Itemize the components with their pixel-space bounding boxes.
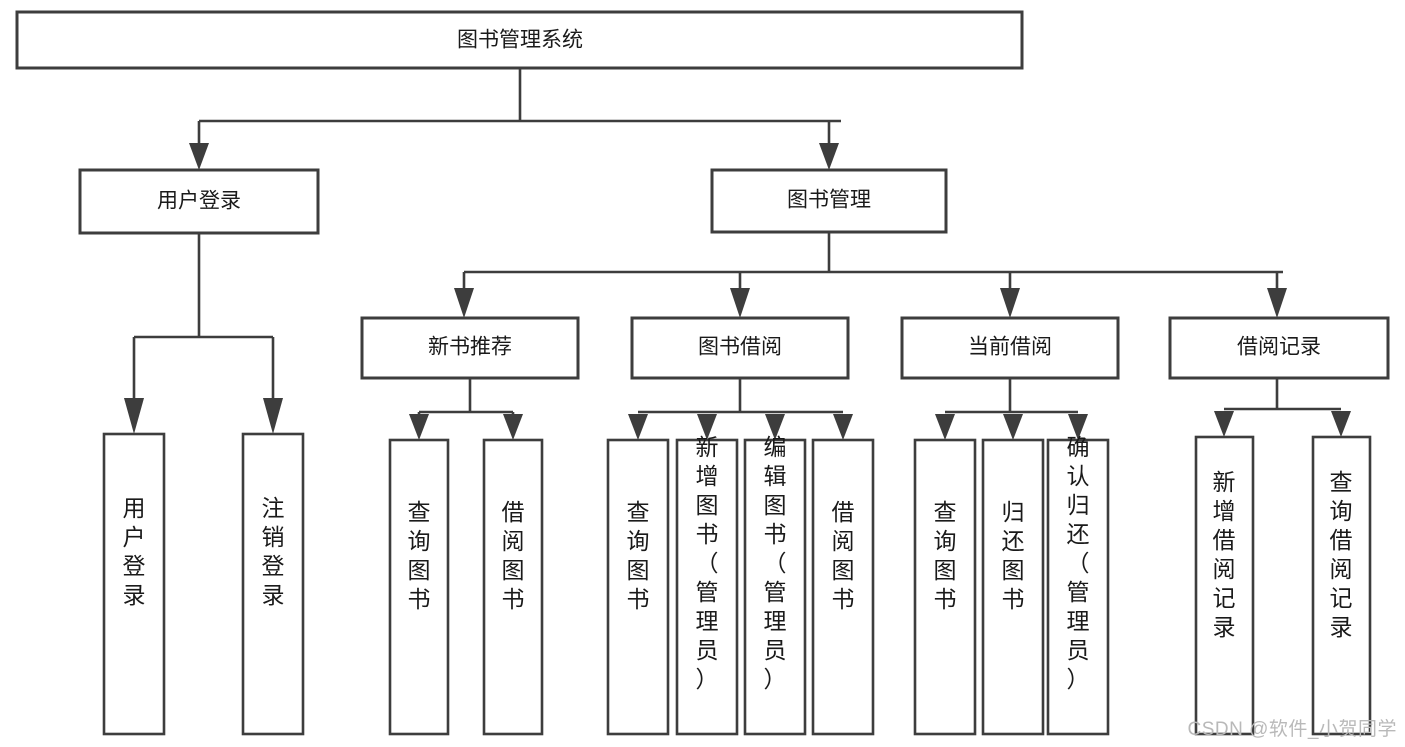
node-new-book-box[interactable] bbox=[360, 316, 580, 380]
leaf-add-record-label: 新增借阅记录 bbox=[1213, 469, 1236, 640]
arrowhead-leaf-return-book bbox=[1003, 414, 1023, 440]
arrowhead-leaf-add-book bbox=[697, 414, 717, 440]
arrowhead-borrow-record bbox=[1267, 288, 1287, 318]
leaf-user-login[interactable]: 用户登录 bbox=[102, 432, 166, 736]
arrowhead-borrow-book bbox=[730, 288, 750, 318]
arrowhead-leaf-borrow-book-2 bbox=[833, 414, 853, 440]
edge-group-borrowbook-to-leaves bbox=[628, 378, 853, 440]
edge-group-borrowrecord-to-leaves bbox=[1214, 378, 1351, 437]
node-root-label: 图书管理系统 bbox=[457, 29, 583, 52]
leaf-search-record-label: 查询借阅记录 bbox=[1330, 469, 1353, 640]
leaf-confirm-return-box[interactable] bbox=[1046, 438, 1110, 736]
leaf-return-book-label: 归还图书 bbox=[1002, 499, 1025, 612]
leaf-search-book-current-label: 查询图书 bbox=[934, 499, 957, 612]
leaf-edit-book[interactable]: 编辑图书（管理员） bbox=[743, 434, 807, 736]
arrowhead-user-login bbox=[189, 143, 209, 170]
leaf-add-book-box[interactable] bbox=[675, 438, 739, 736]
node-borrow-record-label: 借阅记录 bbox=[1237, 336, 1321, 359]
leaf-borrow-book-borrow-box[interactable] bbox=[811, 438, 875, 736]
leaf-logout[interactable]: 注销登录 bbox=[241, 432, 305, 736]
leaf-return-book[interactable]: 归还图书 bbox=[981, 438, 1045, 736]
leaf-add-record-box[interactable] bbox=[1194, 435, 1255, 736]
arrowhead-leaf-search-book-3 bbox=[935, 414, 955, 440]
leaf-borrow-book-newbook-box[interactable] bbox=[482, 438, 544, 736]
leaf-search-record-box[interactable] bbox=[1311, 435, 1372, 736]
leaf-user-login-box[interactable] bbox=[102, 432, 166, 736]
leaf-borrow-book-newbook[interactable]: 借阅图书 bbox=[482, 438, 544, 736]
node-book-borrow-box[interactable] bbox=[630, 316, 850, 380]
node-root-system[interactable]: 图书管理系统 bbox=[15, 10, 1024, 70]
node-book-manage-box[interactable] bbox=[710, 168, 948, 234]
leaf-edit-book-label: 编辑图书（管理员） bbox=[764, 434, 787, 692]
edge-group-root-to-level2 bbox=[189, 68, 841, 170]
edge-group-currentborrow-to-leaves bbox=[935, 378, 1088, 440]
leaf-search-book-borrow[interactable]: 查询图书 bbox=[606, 438, 670, 736]
edge-group-booklogin-to-leaves bbox=[124, 233, 283, 434]
node-root-box[interactable] bbox=[15, 10, 1024, 70]
leaf-logout-label: 注销登录 bbox=[262, 495, 285, 608]
arrowhead-current-borrow bbox=[1000, 288, 1020, 318]
leaf-search-book-current[interactable]: 查询图书 bbox=[913, 438, 977, 736]
node-borrow-record[interactable]: 借阅记录 bbox=[1168, 316, 1390, 380]
leaf-logout-box[interactable] bbox=[241, 432, 305, 736]
arrowhead-leaf-edit-book bbox=[765, 414, 785, 440]
arrowhead-leaf-user-login bbox=[124, 398, 144, 434]
node-current-borrow[interactable]: 当前借阅 bbox=[900, 316, 1120, 380]
arrowhead-new-book bbox=[454, 288, 474, 318]
node-book-borrow[interactable]: 图书借阅 bbox=[630, 316, 850, 380]
arrowhead-leaf-confirm-return bbox=[1068, 414, 1088, 440]
leaf-search-book-newbook-box[interactable] bbox=[388, 438, 450, 736]
arrowhead-leaf-search-record bbox=[1331, 411, 1351, 437]
leaf-edit-book-box[interactable] bbox=[743, 438, 807, 736]
leaf-search-book-borrow-label: 查询图书 bbox=[627, 499, 650, 612]
node-current-borrow-box[interactable] bbox=[900, 316, 1120, 380]
leaf-return-book-box[interactable] bbox=[981, 438, 1045, 736]
leaf-search-book-borrow-box[interactable] bbox=[606, 438, 670, 736]
leaf-add-book[interactable]: 新增图书（管理员） bbox=[675, 434, 739, 736]
node-book-manage-label: 图书管理 bbox=[787, 189, 871, 212]
node-user-login-box[interactable] bbox=[78, 168, 320, 235]
leaf-search-book-current-box[interactable] bbox=[913, 438, 977, 736]
leaf-search-record[interactable]: 查询借阅记录 bbox=[1311, 435, 1372, 736]
leaf-search-book-newbook-label: 查询图书 bbox=[408, 499, 431, 612]
leaf-borrow-book-borrow-label: 借阅图书 bbox=[832, 499, 855, 612]
node-current-borrow-label: 当前借阅 bbox=[968, 336, 1052, 359]
arrowhead-book-manage bbox=[819, 143, 839, 170]
leaf-confirm-return[interactable]: 确认归还（管理员） bbox=[1046, 434, 1110, 736]
leaf-borrow-book-newbook-label: 借阅图书 bbox=[502, 499, 525, 612]
node-book-borrow-label: 图书借阅 bbox=[698, 336, 782, 359]
leaf-search-book-newbook[interactable]: 查询图书 bbox=[388, 438, 450, 736]
node-new-book-recommend[interactable]: 新书推荐 bbox=[360, 316, 580, 380]
node-book-manage[interactable]: 图书管理 bbox=[710, 168, 948, 234]
leaf-add-book-label: 新增图书（管理员） bbox=[696, 434, 719, 692]
leaf-confirm-return-label: 确认归还（管理员） bbox=[1067, 434, 1090, 692]
leaf-add-record[interactable]: 新增借阅记录 bbox=[1194, 435, 1255, 736]
arrowhead-leaf-borrow-book-1 bbox=[503, 414, 523, 440]
edge-group-bookmanage-to-level3 bbox=[454, 232, 1287, 318]
leaf-borrow-book-borrow[interactable]: 借阅图书 bbox=[811, 438, 875, 736]
edge-group-newbook-to-leaves bbox=[409, 378, 523, 440]
arrowhead-leaf-add-record bbox=[1214, 411, 1234, 437]
node-user-login[interactable]: 用户登录 bbox=[78, 168, 320, 235]
arrowhead-leaf-search-book-1 bbox=[409, 414, 429, 440]
node-new-book-label: 新书推荐 bbox=[428, 336, 512, 359]
leaf-user-login-label: 用户登录 bbox=[123, 495, 146, 608]
node-user-login-label: 用户登录 bbox=[157, 190, 241, 213]
arrowhead-leaf-logout bbox=[263, 398, 283, 434]
node-borrow-record-box[interactable] bbox=[1168, 316, 1390, 380]
arrowhead-leaf-search-book-2 bbox=[628, 414, 648, 440]
